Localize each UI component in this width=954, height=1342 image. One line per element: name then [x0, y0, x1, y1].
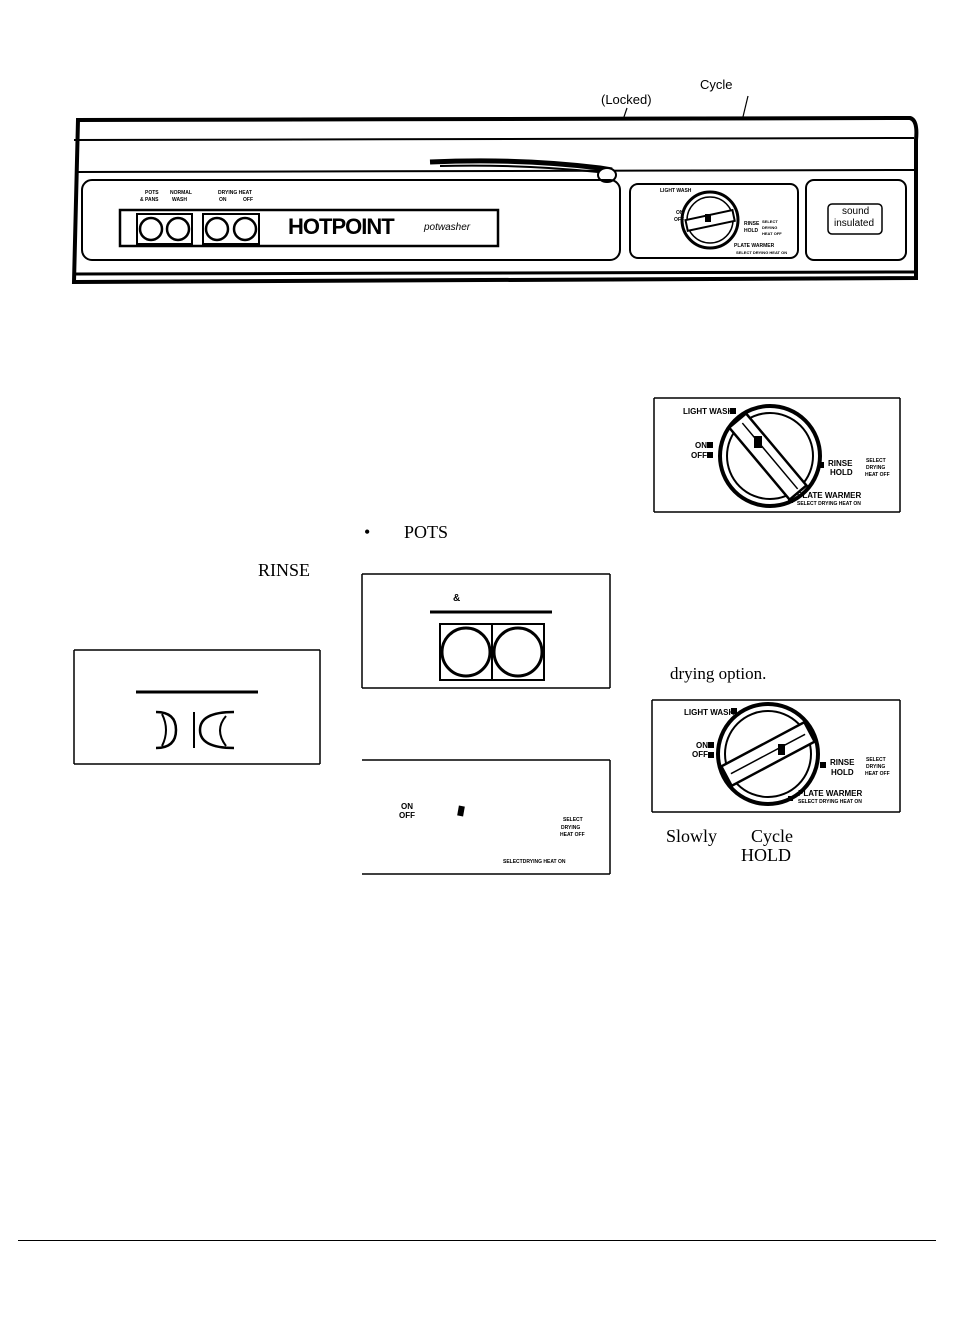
btn-normal-label-1: NORMAL [170, 190, 192, 196]
partial-drying: DRYING [561, 825, 581, 831]
fig2-hold: HOLD [831, 768, 854, 777]
pots-ampersand: & [453, 593, 461, 604]
rinse-text: RINSE [258, 560, 311, 580]
cycle-text: Cycle [751, 826, 793, 846]
partial-heat-off: HEAT OFF [560, 832, 585, 838]
bottom-rule [18, 1240, 936, 1241]
btn-normal-label-2: WASH [172, 197, 187, 203]
panel-drawing [71, 95, 919, 285]
fig2-on: ON [696, 741, 708, 750]
btn-pots-label-2: & PANS [140, 197, 159, 203]
panel-dial-heat-off: HEAT OFF [762, 231, 782, 236]
partial-on: ON [401, 802, 413, 811]
fig1-rinse: RINSE [828, 459, 853, 468]
drying-on-label: ON [219, 197, 227, 203]
brand-logo: HOTPOINT [288, 214, 395, 239]
panel-dial-hold: HOLD [744, 228, 759, 234]
fig2-drying: DRYING [866, 764, 886, 770]
product-name: potwasher [424, 222, 471, 233]
fig1-light-wash: LIGHT WASH [683, 407, 734, 416]
panel-dial-select-heat-on: SELECT DRYING HEAT ON [736, 250, 788, 255]
panel-dial-off: OFF [674, 217, 684, 223]
fig1-plate-warmer: PLATE WARMER [797, 491, 862, 500]
fig2-off: OFF [692, 750, 708, 759]
fig2-light-wash: LIGHT WASH [684, 708, 735, 717]
fig2-heat-off: HEAT OFF [865, 771, 890, 777]
partial-select-heat-on: SELECTDRYING HEAT ON [503, 859, 566, 865]
fig2-select: SELECT [866, 757, 886, 763]
panel-dial-rinse: RINSE [744, 221, 760, 227]
fig1-drying: DRYING [866, 465, 886, 471]
sound-label: sound [842, 206, 870, 217]
fig1-heat-off: HEAT OFF [865, 472, 890, 478]
slowly-text: Slowly [666, 826, 718, 846]
panel-dial-light-wash: LIGHT WASH [660, 188, 692, 194]
hold-text: HOLD [741, 845, 791, 865]
callout-locked: (Locked) [601, 92, 652, 107]
fig1-select: SELECT [866, 458, 886, 464]
drying-heat-label: DRYING HEAT [218, 190, 252, 196]
panel-dial-drying: DRYING [762, 225, 778, 230]
fig1-hold: HOLD [830, 468, 853, 477]
partial-select: SELECT [563, 817, 583, 823]
panel-dial-select: SELECT [762, 219, 778, 224]
panel-dial-on: ON [676, 210, 684, 216]
partial-off: OFF [399, 811, 415, 820]
fig2-rinse: RINSE [830, 758, 855, 767]
insulated-label: insulated [834, 218, 875, 229]
panel-dial-plate-warmer: PLATE WARMER [734, 243, 775, 249]
fig2-plate-warmer: PLATE WARMER [798, 789, 863, 798]
btn-pots-label-1: POTS [145, 190, 159, 196]
drying-option-text: drying option. [670, 664, 767, 683]
drying-off-label: OFF [243, 197, 253, 203]
fig2-select-heat-on: SELECT DRYING HEAT ON [798, 799, 862, 805]
pots-text: POTS [404, 522, 449, 542]
fig1-on: ON [695, 441, 707, 450]
fig1-off: OFF [691, 451, 707, 460]
bullet: • [364, 522, 371, 542]
callout-cycle: Cycle [700, 77, 733, 92]
fig1-select-heat-on: SELECT DRYING HEAT ON [797, 501, 861, 507]
